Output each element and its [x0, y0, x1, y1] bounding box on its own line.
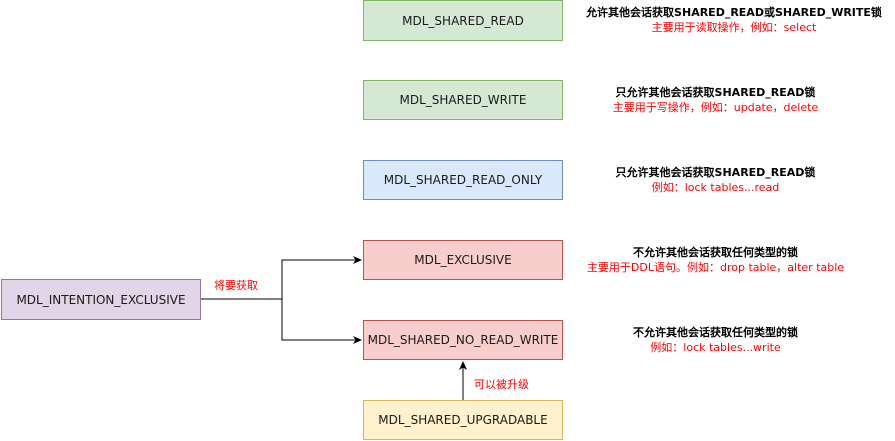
note-shared-write: 只允许其他会话获取SHARED_READ锁 主要用于写操作，例如：update，…: [573, 85, 858, 115]
node-mdl-shared-no-read-write[interactable]: MDL_SHARED_NO_READ_WRITE: [363, 320, 563, 360]
node-label: MDL_EXCLUSIVE: [414, 253, 512, 267]
node-label: MDL_SHARED_UPGRADABLE: [378, 413, 548, 427]
node-mdl-shared-read-only[interactable]: MDL_SHARED_READ_ONLY: [363, 160, 563, 200]
edge-to-shared-no-read-write: [201, 298, 362, 344]
node-label: MDL_SHARED_NO_READ_WRITE: [367, 333, 559, 347]
note-subtitle: 主要用于写操作，例如：update，delete: [612, 101, 819, 114]
note-shared-read-only: 只允许其他会话获取SHARED_READ锁 例如：lock tables...r…: [573, 165, 858, 195]
note-exclusive: 不允许其他会话获取任何类型的锁 主要用于DDL语句。例如：drop table，…: [573, 245, 858, 275]
node-label: MDL_SHARED_WRITE: [399, 93, 527, 107]
note-subtitle: 主要用于读取操作，例如：select: [651, 21, 817, 34]
note-title: 允许其他会话获取SHARED_READ或SHARED_WRITE锁: [586, 6, 882, 19]
edge-label-upgrade: 可以被升级: [474, 378, 529, 391]
node-label: MDL_SHARED_READ: [402, 13, 524, 28]
node-label: MDL_SHARED_READ_ONLY: [383, 173, 543, 187]
note-title: 不允许其他会话获取任何类型的锁: [633, 326, 798, 339]
node-mdl-shared-read[interactable]: MDL_SHARED_READ: [363, 0, 563, 41]
note-subtitle: 例如：lock tables...read: [651, 181, 780, 194]
note-subtitle: 主要用于DDL语句。例如：drop table，alter table: [586, 261, 845, 274]
node-label: MDL_INTENTION_EXCLUSIVE: [16, 292, 186, 307]
note-title: 只允许其他会话获取SHARED_READ锁: [615, 166, 816, 179]
node-mdl-shared-upgradable[interactable]: MDL_SHARED_UPGRADABLE: [363, 400, 563, 440]
node-mdl-exclusive[interactable]: MDL_EXCLUSIVE: [363, 240, 563, 280]
note-title: 只允许其他会话获取SHARED_READ锁: [615, 86, 816, 99]
note-subtitle: 例如：lock tables...write: [650, 341, 781, 354]
edge-label-acquire: 将要获取: [214, 279, 258, 292]
note-shared-no-read-write: 不允许其他会话获取任何类型的锁 例如：lock tables...write: [573, 325, 858, 355]
node-mdl-shared-write[interactable]: MDL_SHARED_WRITE: [363, 80, 563, 120]
note-shared-read: 允许其他会话获取SHARED_READ或SHARED_WRITE锁 主要用于读取…: [573, 5, 895, 35]
node-mdl-intention-exclusive[interactable]: MDL_INTENTION_EXCLUSIVE: [1, 279, 201, 320]
note-title: 不允许其他会话获取任何类型的锁: [633, 246, 798, 259]
